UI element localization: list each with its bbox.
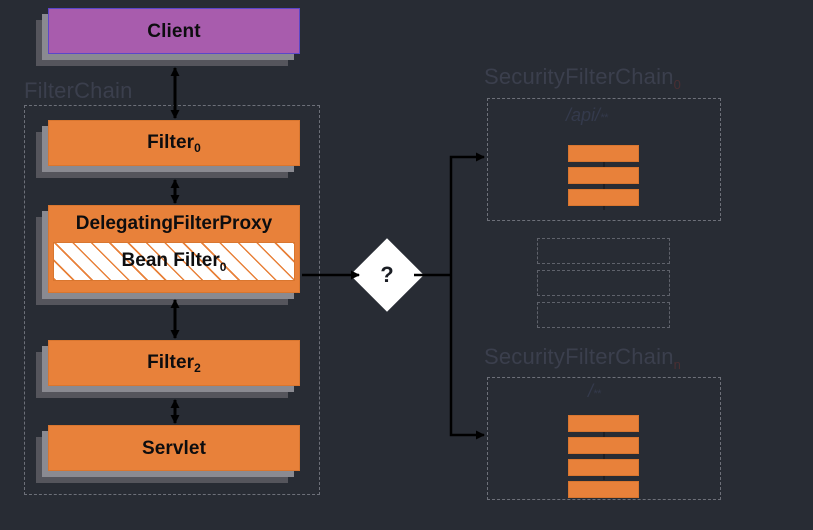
node-filter-0[interactable]: Filter0 xyxy=(36,120,300,178)
chain-0-filter-bar[interactable] xyxy=(568,167,639,184)
filter0-face[interactable]: Filter0 xyxy=(48,120,300,166)
ellipsis-slot xyxy=(537,302,670,328)
client-face[interactable]: Client xyxy=(48,8,300,54)
securityfilterchain-n-group xyxy=(487,377,721,500)
servlet-label: Servlet xyxy=(141,437,207,459)
bean-filter-label: Bean Filter0 xyxy=(121,249,227,274)
filter0-subscript: 0 xyxy=(194,140,201,155)
securityfilterchain-0-group xyxy=(487,98,721,221)
securityfilterchain-n-caption: SecurityFilterChainn xyxy=(484,344,682,372)
securityfilterchain-0-caption: SecurityFilterChain0 xyxy=(484,64,682,92)
chain-n-filter-bar[interactable] xyxy=(568,415,639,432)
chain-0-filter-bar[interactable] xyxy=(568,145,639,162)
chain-n-filter-bar[interactable] xyxy=(568,437,639,454)
chain-n-filter-bar[interactable] xyxy=(568,459,639,476)
filter2-face[interactable]: Filter2 xyxy=(48,340,300,386)
node-servlet[interactable]: Servlet xyxy=(36,425,300,483)
bean-filter-subscript: 0 xyxy=(219,259,227,274)
securityfilterchain-n-subscript: n xyxy=(673,357,682,372)
hatch-pattern xyxy=(54,243,294,280)
client-label: Client xyxy=(147,20,201,42)
node-filter-2[interactable]: Filter2 xyxy=(36,340,300,398)
node-delegating-filter-proxy[interactable]: DelegatingFilterProxy Bean Filter0 xyxy=(36,205,300,305)
chain-0-filter-bar[interactable] xyxy=(568,189,639,206)
bean-filter-box[interactable]: Bean Filter0 xyxy=(53,242,295,281)
servlet-face[interactable]: Servlet xyxy=(48,425,300,471)
wire-branch-to-chain-0 xyxy=(449,152,485,275)
securityfilterchain-0-subscript: 0 xyxy=(673,77,682,92)
chain-n-filter-bar[interactable] xyxy=(568,481,639,498)
securityfilterchain-n-path: /** xyxy=(588,381,601,401)
filter2-subscript: 2 xyxy=(194,360,201,375)
wire-branch-to-chain-n xyxy=(449,275,485,440)
decision-label: ? xyxy=(380,262,394,287)
node-client[interactable]: Client xyxy=(36,8,300,66)
ellipsis-slot xyxy=(537,238,670,264)
ellipsis-slot xyxy=(537,270,670,296)
dfp-face[interactable]: DelegatingFilterProxy Bean Filter0 xyxy=(48,205,300,293)
securityfilterchain-0-path: /api/** xyxy=(566,105,608,125)
dfp-header-label: DelegatingFilterProxy xyxy=(75,213,273,234)
filter2-label: Filter2 xyxy=(147,351,201,375)
filterchain-caption: FilterChain xyxy=(24,78,133,103)
filter0-label: Filter0 xyxy=(147,131,201,155)
